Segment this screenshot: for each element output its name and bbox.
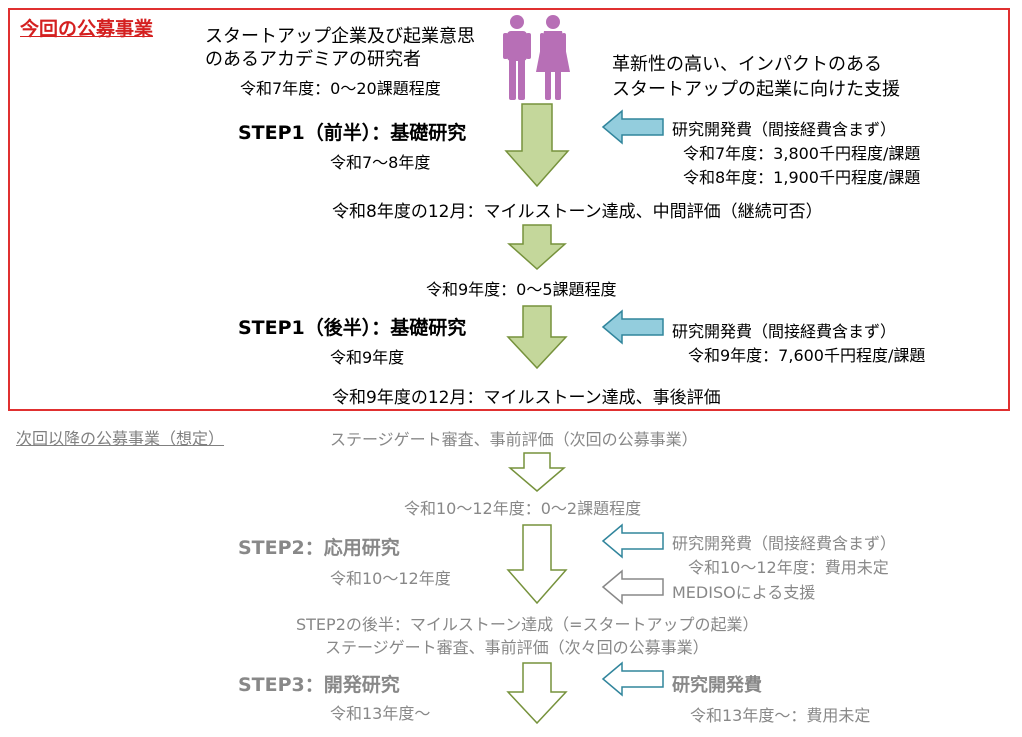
current-program-title: 今回の公募事業 <box>20 18 154 40</box>
funding1-title: 研究開発費（間接経費含まず） <box>672 120 897 139</box>
stage-gate2: ステージゲート審査、事前評価（次々回の公募事業） <box>325 638 709 657</box>
left-arrow-funding3 <box>601 523 664 559</box>
funding2-r9: 令和9年度：7,600千円程度/課題 <box>688 346 926 365</box>
left-arrow-funding4 <box>601 661 664 697</box>
down-arrow-step1a <box>504 103 570 188</box>
target-line1: スタートアップ企業及び起業意思 <box>205 26 475 47</box>
left-arrow-funding1 <box>601 109 664 145</box>
funding4-title: 研究開発費 <box>672 675 762 696</box>
r9-count: 令和9年度：0～5課題程度 <box>426 280 617 299</box>
funding2-title: 研究開発費（間接経費含まず） <box>672 322 897 341</box>
left-arrow-funding2 <box>601 309 664 345</box>
step1a-title: STEP1（前半）：基礎研究 <box>238 122 467 144</box>
target-count: 令和7年度：0～20課題程度 <box>240 79 441 98</box>
funding3-value: 令和10～12年度：費用未定 <box>688 558 889 577</box>
mediso-support: MEDISOによる支援 <box>672 583 816 602</box>
milestone2: 令和9年度の12月：マイルストーン達成、事後評価 <box>332 388 721 408</box>
down-arrow-step2 <box>506 524 568 605</box>
funding1-r7: 令和7年度：3,800千円程度/課題 <box>683 144 921 163</box>
funding1-r8: 令和8年度：1,900千円程度/課題 <box>683 168 921 187</box>
funding3-title: 研究開発費（間接経費含まず） <box>672 534 897 553</box>
r10-count: 令和10～12年度：0～2課題程度 <box>404 499 642 518</box>
step3-years: 令和13年度～ <box>330 704 431 723</box>
aim-line2: スタートアップの起業に向けた支援 <box>612 79 900 100</box>
stage-gate1: ステージゲート審査、事前評価（次回の公募事業） <box>330 430 698 449</box>
step2-title: STEP2：応用研究 <box>238 537 400 559</box>
people-icon <box>503 15 570 100</box>
down-arrow-next <box>507 452 567 492</box>
target-line2: のあるアカデミアの研究者 <box>205 49 421 70</box>
milestone1: 令和8年度の12月：マイルストーン達成、中間評価（継続可否） <box>332 202 823 222</box>
step2-latter: STEP2の後半：マイルストーン達成（=スタートアップの起業） <box>296 615 759 634</box>
next-program-title: 次回以降の公募事業（想定） <box>16 429 225 448</box>
step1b-years: 令和9年度 <box>330 348 405 367</box>
left-arrow-mediso <box>601 569 664 605</box>
current-program-frame <box>8 8 1010 411</box>
step1b-title: STEP1（後半）：基礎研究 <box>238 317 467 339</box>
step1a-years: 令和7～8年度 <box>330 153 431 172</box>
down-arrow-step3 <box>506 662 568 725</box>
aim-line1: 革新性の高い、インパクトのある <box>612 54 882 75</box>
down-arrow-continue <box>507 224 567 271</box>
step3-title: STEP3：開発研究 <box>238 674 400 696</box>
down-arrow-step1b <box>506 305 568 370</box>
funding4-value: 令和13年度～：費用未定 <box>690 706 871 725</box>
step2-years: 令和10～12年度 <box>330 569 451 588</box>
